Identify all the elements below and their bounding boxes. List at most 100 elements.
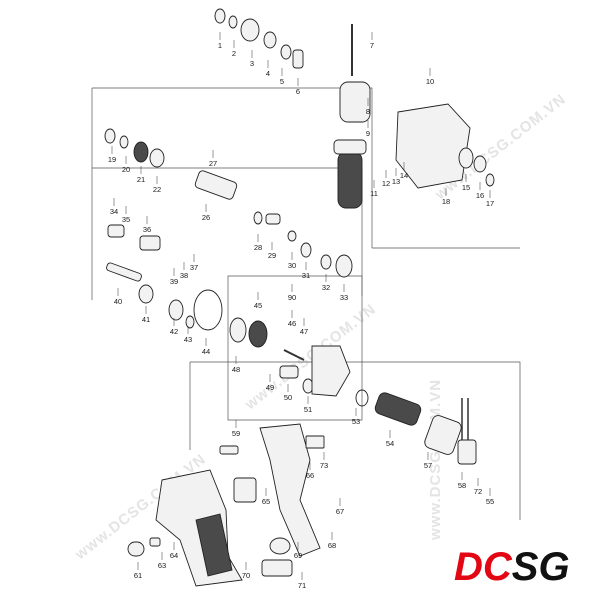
motor-section — [355, 389, 477, 465]
part-71-terminal — [261, 559, 293, 577]
part-16-ring — [473, 155, 487, 173]
part-label-64: 64 — [170, 551, 178, 560]
part-label-73: 73 — [320, 461, 328, 470]
part-3-shape — [240, 18, 260, 42]
part-label-5: 5 — [280, 77, 284, 86]
part-73-label — [305, 435, 325, 449]
part-19-shape — [104, 128, 116, 144]
part-label-22: 22 — [153, 185, 161, 194]
part-42-shape — [168, 299, 184, 321]
part-label-14: 14 — [400, 171, 408, 180]
chuck-parts — [214, 8, 304, 69]
part-label-9: 9 — [366, 129, 370, 138]
part-51-shape — [302, 378, 314, 394]
part-70-grip — [195, 513, 233, 577]
part-label-12: 12 — [382, 179, 390, 188]
part-label-58: 58 — [458, 481, 466, 490]
gear-housing — [395, 103, 495, 189]
part-label-4: 4 — [266, 69, 270, 78]
part-label-37: 37 — [190, 263, 198, 272]
part-label-29: 29 — [268, 251, 276, 260]
part-label-35: 35 — [122, 215, 130, 224]
part-44-ring — [193, 289, 223, 331]
part-43-shape — [185, 315, 195, 329]
part-label-13: 13 — [392, 177, 400, 186]
part-label-41: 41 — [142, 315, 150, 324]
part-53-ring — [355, 389, 369, 407]
part-15-ring — [458, 147, 474, 169]
part-45-gear — [248, 320, 268, 348]
part-label-46: 46 — [288, 319, 296, 328]
part-label-15: 15 — [462, 183, 470, 192]
part-21-spring — [133, 141, 149, 163]
part-label-65: 65 — [262, 497, 270, 506]
part-57-field — [424, 415, 462, 455]
part-63-shape — [149, 537, 161, 547]
part-36-shape — [139, 235, 161, 251]
logo-dark-letters: SG — [512, 545, 570, 589]
watermark-4: www.DCSG.COM.VN — [427, 379, 444, 541]
part-label-50: 50 — [284, 393, 292, 402]
part-label-3: 3 — [250, 59, 254, 68]
part-31-shape — [300, 242, 312, 258]
part-label-42: 42 — [170, 327, 178, 336]
part-29-shape — [265, 213, 281, 225]
part-label-40: 40 — [114, 297, 122, 306]
dcsg-logo: DCSG — [452, 534, 582, 589]
logo-backdrop — [452, 534, 582, 586]
logo-accent-letters: DC — [454, 545, 513, 589]
part-gear-housing — [311, 345, 351, 397]
part-label-36: 36 — [143, 225, 151, 234]
part-50-shape — [279, 365, 299, 379]
part-label-48: 48 — [232, 365, 240, 374]
part-label-38: 38 — [180, 271, 188, 280]
part-label-33: 33 — [340, 293, 348, 302]
part-label-55: 55 — [486, 497, 494, 506]
part-label-6: 6 — [296, 87, 300, 96]
part-18-housing — [395, 103, 471, 189]
part-label-31: 31 — [302, 271, 310, 280]
part-label-28: 28 — [254, 243, 262, 252]
part-label-32: 32 — [322, 283, 330, 292]
part-label-68: 68 — [328, 541, 336, 550]
part-label-8: 8 — [366, 107, 370, 116]
part-label-1: 1 — [218, 41, 222, 50]
part-label-21: 21 — [137, 175, 145, 184]
part-label-19: 19 — [108, 155, 116, 164]
part-34-shape — [107, 224, 125, 238]
part-label-44: 44 — [202, 347, 210, 356]
part-9-grip — [337, 151, 363, 209]
part-40-shaft — [106, 262, 142, 282]
part-label-63: 63 — [158, 561, 166, 570]
part-28-shape — [253, 211, 263, 225]
part-label-45: 45 — [254, 301, 262, 310]
watermark-group: www.DCSG.COM.VN www.DCSG.COM.VN www.DCSG… — [71, 91, 569, 564]
part-label-71: 71 — [298, 581, 306, 590]
frame-housing — [189, 361, 521, 520]
part-69-shape — [269, 537, 291, 555]
part-58-plate — [457, 439, 477, 465]
part-6-shape — [292, 49, 304, 69]
part-5-shape — [280, 44, 292, 60]
part-label-17: 17 — [486, 199, 494, 208]
part-2-shape — [228, 15, 238, 29]
part-label-57: 57 — [424, 461, 432, 470]
housing-section — [127, 423, 325, 587]
part-label-72: 72 — [474, 487, 482, 496]
part-41-shape — [138, 284, 154, 304]
part-label-18: 18 — [442, 197, 450, 206]
part-label-49: 49 — [266, 383, 274, 392]
part-label-10: 10 — [426, 77, 434, 86]
part-label-54: 54 — [386, 439, 394, 448]
part-48-shape — [229, 317, 247, 343]
part-label-67: 67 — [336, 507, 344, 516]
part-1-shape — [214, 8, 226, 24]
gear-section — [229, 317, 351, 397]
watermark-2: www.DCSG.COM.VN — [241, 301, 379, 414]
part-4-shape — [263, 31, 277, 49]
middle-parts — [106, 211, 353, 331]
part-label-27: 27 — [209, 159, 217, 168]
